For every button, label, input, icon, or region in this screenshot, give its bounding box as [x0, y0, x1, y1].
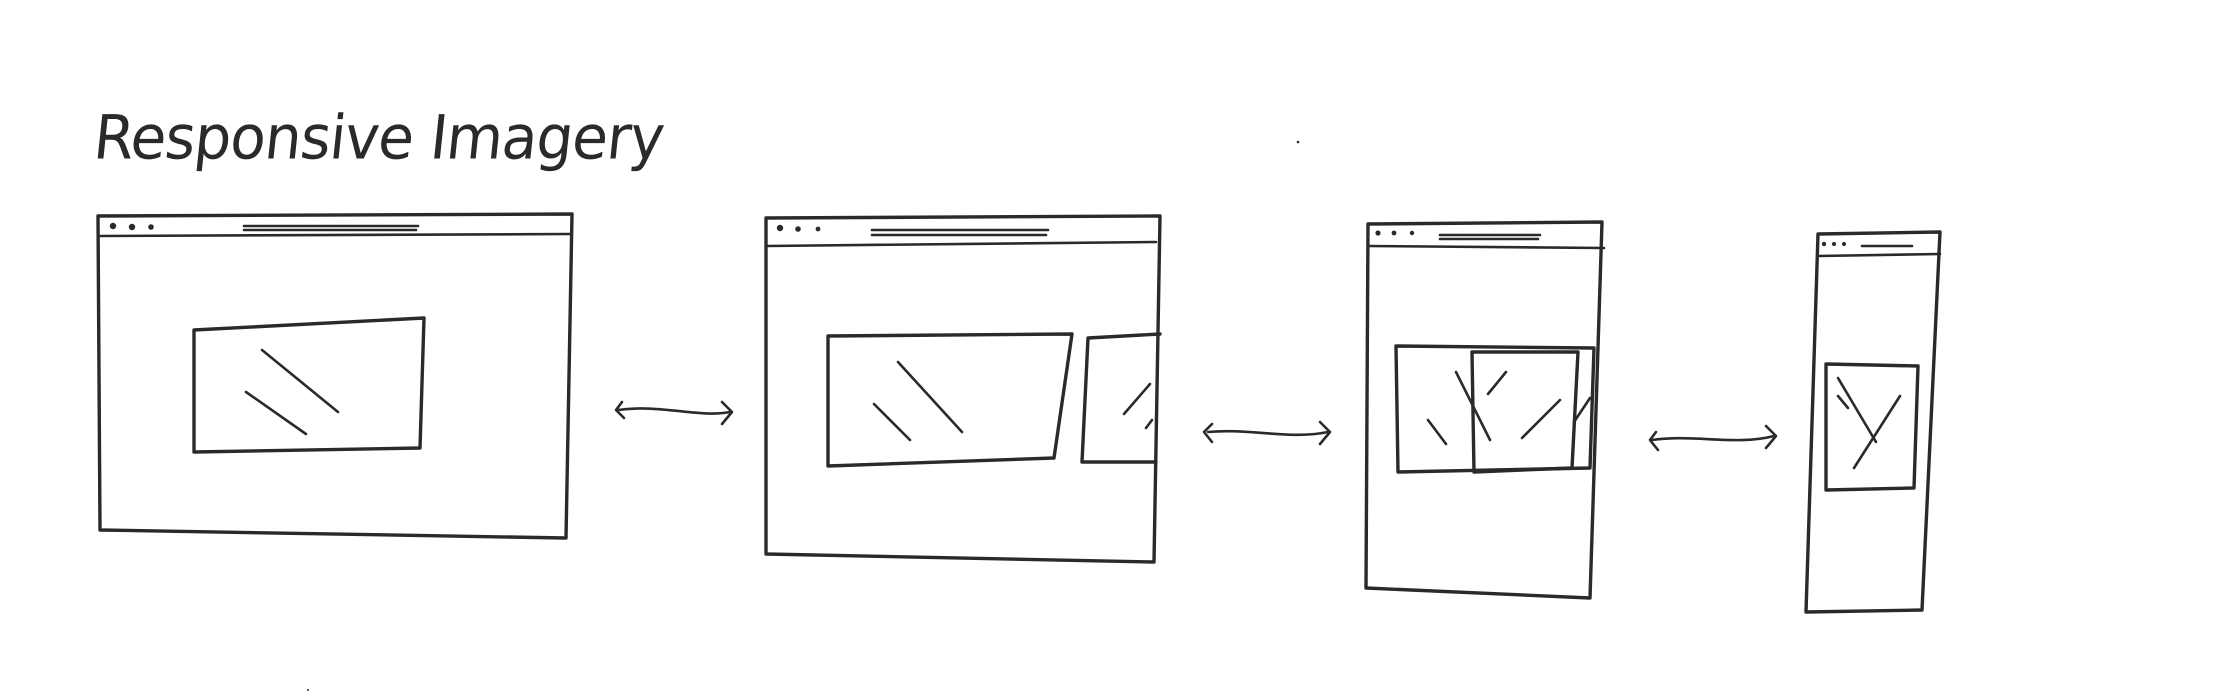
window-dot-icon	[1842, 242, 1846, 246]
window-dot-icon	[1391, 230, 1397, 236]
window-dot-icon	[776, 224, 784, 232]
window-dot-icon	[1375, 230, 1381, 236]
window-dot-icon	[795, 226, 801, 232]
ink-speck	[307, 689, 309, 691]
image-placeholder	[192, 316, 426, 454]
ink-speck	[1296, 140, 1300, 144]
resize-arrow-icon	[1648, 424, 1778, 452]
portrait-window-frame	[1364, 220, 1604, 600]
window-dot-icon	[128, 223, 136, 231]
resize-arrow-icon	[1202, 420, 1332, 446]
desktop-window	[96, 212, 574, 540]
tablet-window-frame	[764, 214, 1162, 564]
resize-arrow-icon	[614, 400, 734, 426]
window-dot-icon	[1821, 241, 1827, 247]
phone-titlebar-divider	[1816, 252, 1942, 258]
image-placeholder	[1824, 362, 1920, 492]
phone-window	[1804, 230, 1942, 614]
tablet-landscape-window	[764, 214, 1162, 564]
window-dot-icon	[1832, 242, 1836, 246]
tablet-portrait-window	[1364, 220, 1606, 600]
desktop-titlebar-divider	[97, 232, 573, 238]
image-placeholder	[1394, 344, 1596, 474]
image-placeholder	[826, 332, 1074, 468]
window-dot-icon	[148, 224, 154, 230]
tablet-titlebar-divider	[765, 240, 1158, 248]
cropped-image-placeholder	[1470, 350, 1592, 474]
cropped-image-placeholder	[1080, 332, 1162, 464]
desktop-window-frame	[96, 212, 574, 540]
portrait-titlebar-divider	[1366, 244, 1606, 250]
window-dot-icon	[815, 226, 821, 232]
window-dot-icon	[1409, 230, 1415, 236]
window-dot-icon	[109, 222, 117, 230]
phone-window-frame	[1804, 230, 1942, 614]
